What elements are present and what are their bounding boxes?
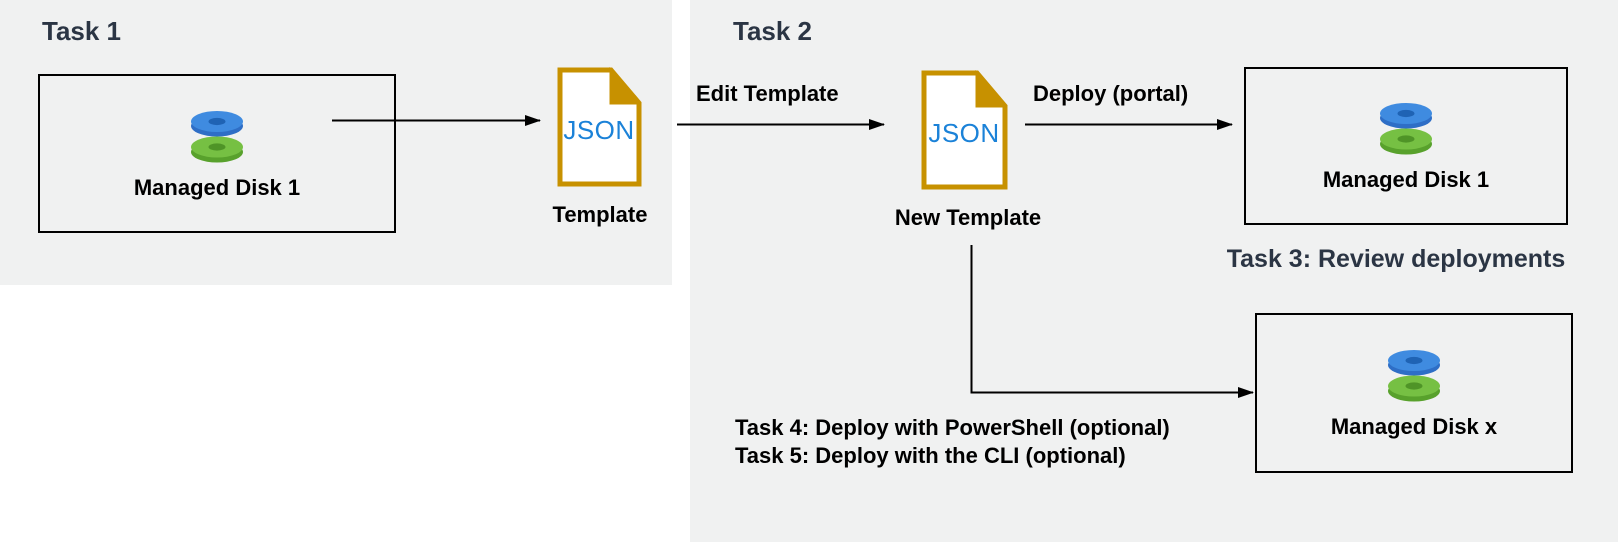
json-text: JSON	[563, 115, 634, 145]
task3-label: Task 3: Review deployments	[1226, 245, 1566, 273]
managed-disk-icon	[1388, 350, 1440, 402]
managed-disk-1-deployed-label: Managed Disk 1	[1322, 167, 1490, 192]
template-label: Template	[552, 202, 648, 227]
managed-disk-1-deployed-box: Managed Disk 1	[1244, 67, 1568, 225]
edit-template-label: Edit Template	[696, 81, 839, 106]
json-text: JSON	[928, 118, 999, 148]
managed-disk-x-box: Managed Disk x	[1255, 313, 1573, 473]
task5-line: Task 5: Deploy with the CLI (optional)	[735, 443, 1126, 468]
json-file-icon-new-template: JSON	[921, 70, 1008, 190]
task4-line: Task 4: Deploy with PowerShell (optional…	[735, 415, 1170, 440]
task2-title: Task 2	[733, 16, 813, 46]
new-template-label: New Template	[894, 205, 1042, 230]
managed-disk-icon	[191, 110, 243, 162]
managed-disk-icon	[1380, 103, 1432, 155]
deploy-portal-label: Deploy (portal)	[1033, 81, 1189, 106]
json-file-icon-template: JSON	[557, 67, 642, 187]
task1-title: Task 1	[42, 16, 122, 46]
managed-disk-1-label: Managed Disk 1	[133, 174, 301, 200]
managed-disk-x-label: Managed Disk x	[1330, 414, 1498, 439]
managed-disk-1-box: Managed Disk 1	[38, 74, 396, 233]
task45-label: Task 4: Deploy with PowerShell (optional…	[735, 414, 1170, 470]
